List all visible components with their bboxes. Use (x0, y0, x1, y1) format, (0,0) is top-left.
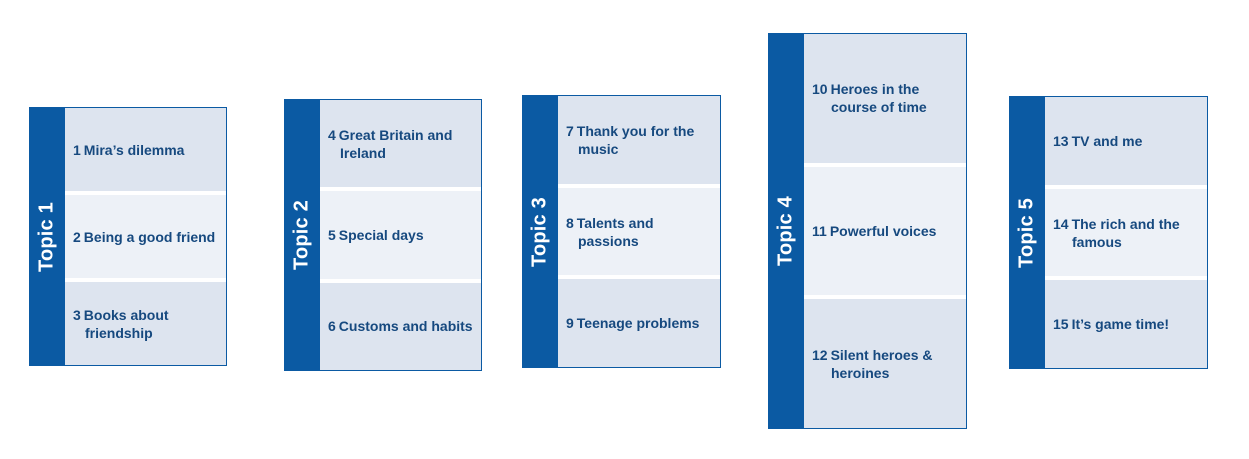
lesson-15-number: 15 (1053, 316, 1069, 333)
topic-3-label: Topic 3 (528, 196, 551, 267)
lesson-12-title: Silent heroes & heroines (830, 346, 933, 381)
lesson-2-title: Being a good friend (83, 228, 216, 245)
topic-5-bar: Topic 5 (1009, 96, 1045, 369)
lesson-1-title: Mira’s dilemma (83, 141, 185, 158)
lesson-7-title: Thank you for the music (576, 122, 695, 157)
lesson-4-title: Great Britain and Ireland (338, 126, 453, 161)
lesson-15-title: It’s game time! (1071, 316, 1170, 333)
lesson-10-title: Heroes in the course of time (830, 81, 927, 116)
lesson-7-number: 7 (566, 122, 574, 139)
topic-5-label: Topic 5 (1015, 197, 1038, 268)
lesson-4-number: 4 (328, 126, 336, 143)
lesson-13-number: 13 (1053, 132, 1069, 149)
lesson-8-number: 8 (566, 214, 574, 231)
topic-2-label: Topic 2 (290, 200, 313, 270)
lesson-11-title: Powerful voices (829, 223, 937, 239)
lesson-2-number: 2 (73, 228, 81, 245)
topic-3-bar: Topic 3 (522, 95, 558, 368)
lesson-13-title: TV and me (1071, 132, 1143, 149)
lesson-5-title: Special days (338, 226, 424, 243)
lesson-11-number: 11 (812, 223, 827, 239)
lesson-12-number: 12 (812, 346, 828, 363)
topic-1-label: Topic 1 (35, 201, 58, 272)
lesson-8-title: Talents and passions (576, 214, 654, 249)
topic-2-bar: Topic 2 (284, 99, 320, 371)
lesson-9-number: 9 (566, 315, 574, 332)
lesson-6-title: Customs and habits (338, 318, 473, 335)
lesson-9-title: Teenage problems (576, 315, 700, 332)
topic-4-bar: Topic 4 (768, 33, 804, 429)
lesson-3-title: Books about friendship (83, 306, 169, 341)
lesson-6-number: 6 (328, 318, 336, 335)
topic-4-label: Topic 4 (774, 196, 797, 266)
lesson-1-number: 1 (73, 141, 81, 158)
lesson-14-number: 14 (1053, 215, 1069, 232)
lesson-3-number: 3 (73, 306, 81, 323)
lesson-14-title: The rich and the famous (1071, 215, 1180, 250)
lesson-10-number: 10 (812, 81, 828, 98)
topic-1-bar: Topic 1 (29, 107, 65, 366)
lesson-5-number: 5 (328, 226, 336, 243)
